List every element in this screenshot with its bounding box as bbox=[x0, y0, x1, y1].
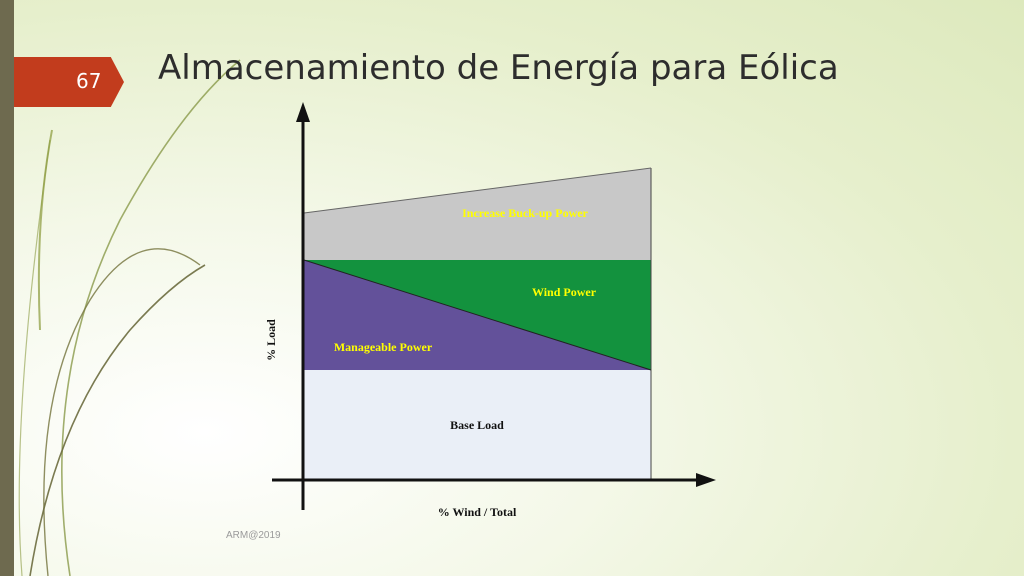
label-manageable-power: Manageable Power bbox=[334, 340, 433, 354]
left-accent-bar bbox=[0, 0, 14, 576]
slide-title: Almacenamiento de Energía para Eólica bbox=[158, 48, 839, 88]
slide-number: 67 bbox=[76, 69, 102, 93]
divider-line bbox=[303, 259, 652, 371]
y-axis-label: % Load bbox=[264, 319, 278, 361]
x-axis-arrow-icon bbox=[696, 473, 716, 487]
decorative-curves bbox=[18, 59, 241, 576]
region-base-load bbox=[304, 370, 651, 480]
top-edge-line bbox=[303, 167, 652, 214]
region-backup-power bbox=[304, 168, 651, 260]
label-base-load: Base Load bbox=[450, 418, 504, 432]
footer-text: ARM@2019 bbox=[226, 530, 281, 541]
x-axis-label: % Wind / Total bbox=[438, 505, 517, 519]
y-axis-arrow-icon bbox=[296, 102, 310, 122]
slide-number-badge: 67 bbox=[14, 57, 124, 107]
label-wind-power: Wind Power bbox=[532, 285, 597, 299]
label-backup-power: Increase Buck-up Power bbox=[462, 206, 588, 220]
